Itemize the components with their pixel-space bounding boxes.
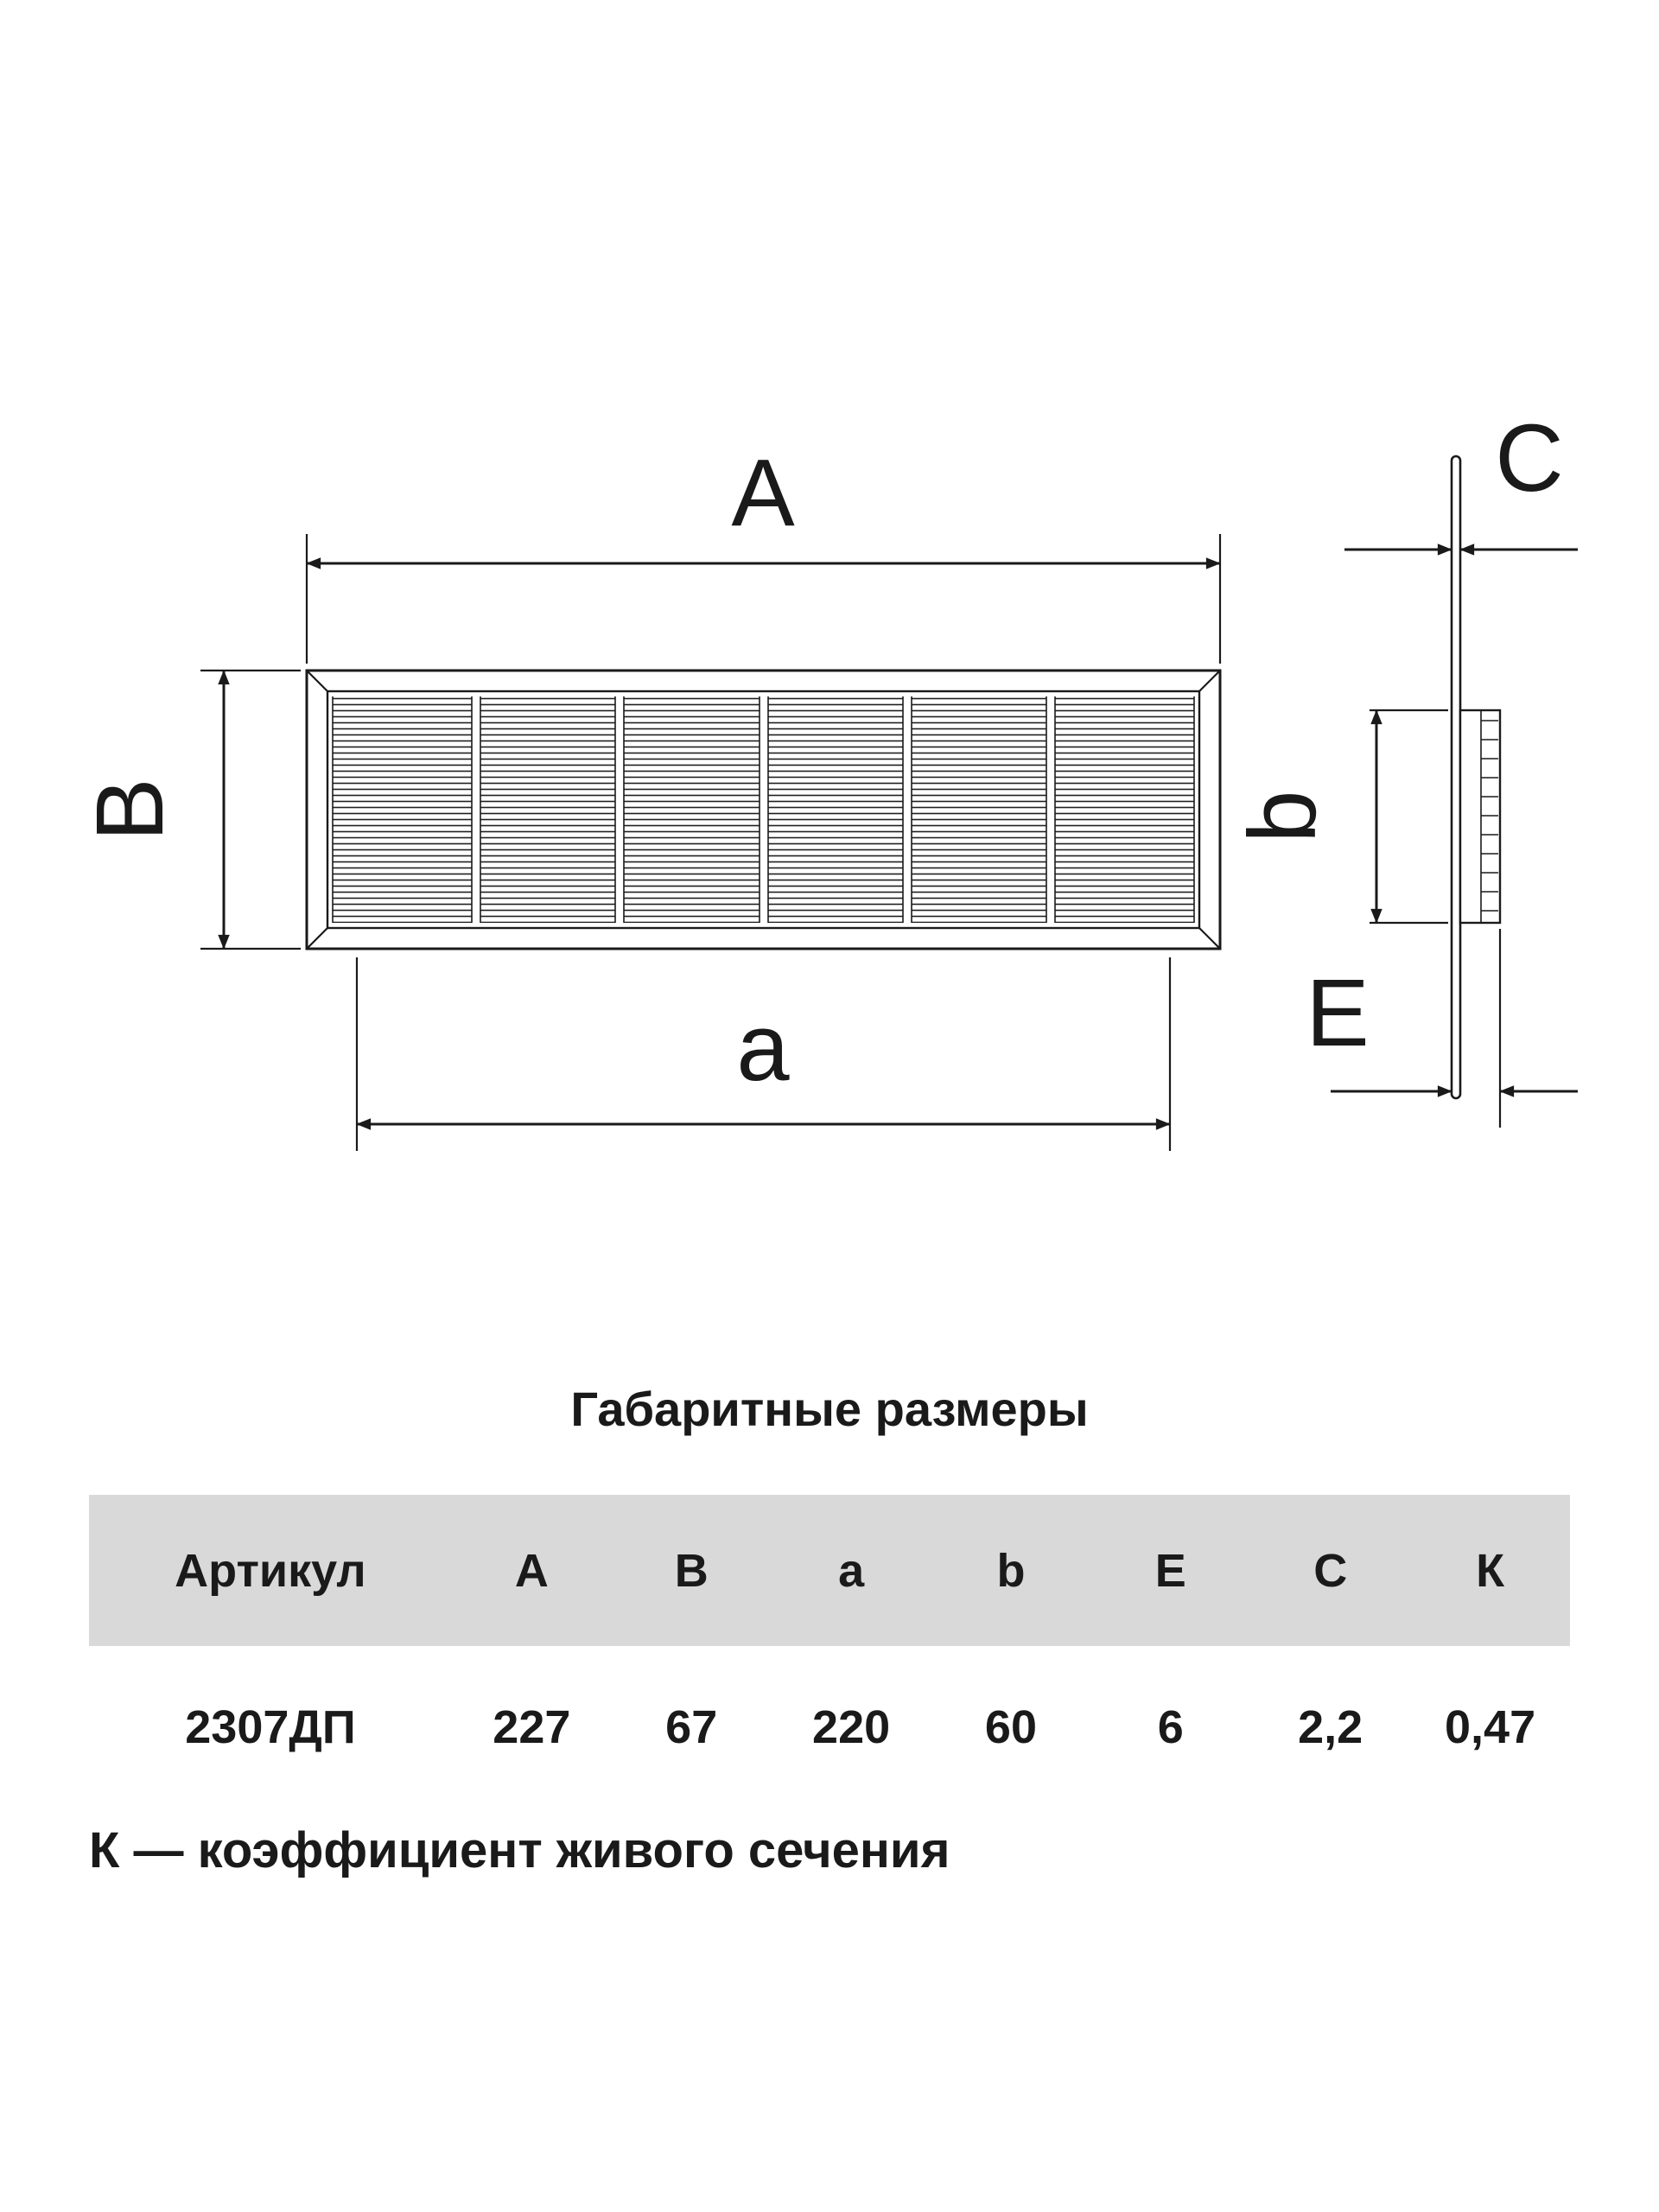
col-header-a: а — [838, 1544, 865, 1597]
col-header-K: К — [1476, 1544, 1505, 1597]
col-header-article: Артикул — [175, 1544, 366, 1597]
dim-label-A: А — [731, 440, 795, 546]
dimension-C: С — [1344, 405, 1578, 556]
cell-C: 2,2 — [1298, 1700, 1363, 1753]
side-body — [1459, 709, 1502, 925]
front-inner-frame — [326, 690, 1201, 930]
dimension-B: В — [77, 669, 301, 950]
dimension-E: Е — [1306, 929, 1578, 1128]
side-slat-teeth — [1481, 720, 1498, 912]
footnote: К — коэффициент живого сечения — [89, 1822, 950, 1878]
frame-bevel-lines — [306, 670, 1221, 950]
side-flange-plate — [1450, 454, 1462, 1100]
grille-front-view — [305, 669, 1222, 950]
dimension-A: А — [305, 440, 1222, 664]
cell-A: 227 — [493, 1700, 571, 1753]
slat-borders — [332, 696, 1195, 923]
cell-B: 67 — [665, 1700, 718, 1753]
cell-b: 60 — [984, 1700, 1037, 1753]
dimension-b: b — [1230, 709, 1448, 925]
col-header-B: В — [674, 1544, 709, 1597]
table-header-row: Артикул А В а b Е С К — [89, 1495, 1570, 1646]
table-data-row: 2307ДП 227 67 220 60 6 2,2 0,47 — [89, 1646, 1570, 1808]
dimension-a: а — [355, 957, 1172, 1151]
cell-E: 6 — [1157, 1700, 1184, 1753]
dim-label-b: b — [1230, 790, 1336, 842]
technical-drawing: А В а — [77, 405, 1578, 1151]
table-title: Габаритные размеры — [570, 1382, 1089, 1436]
col-header-C: С — [1313, 1544, 1348, 1597]
dim-label-E: Е — [1306, 960, 1369, 1066]
col-header-E: Е — [1154, 1544, 1186, 1597]
grille-side-view — [1450, 454, 1502, 1100]
col-header-A: А — [514, 1544, 549, 1597]
cell-a: 220 — [812, 1700, 891, 1753]
dim-label-a: а — [736, 995, 790, 1101]
dimensions-table: Артикул А В а b Е С К 2307ДП 227 67 220 … — [89, 1495, 1570, 1808]
slat-dividers — [471, 695, 1056, 925]
col-header-b: b — [996, 1544, 1026, 1597]
cell-article: 2307ДП — [185, 1700, 356, 1753]
dim-label-C: С — [1495, 405, 1563, 512]
dim-label-B: В — [77, 778, 183, 841]
cell-K: 0,47 — [1445, 1700, 1536, 1753]
